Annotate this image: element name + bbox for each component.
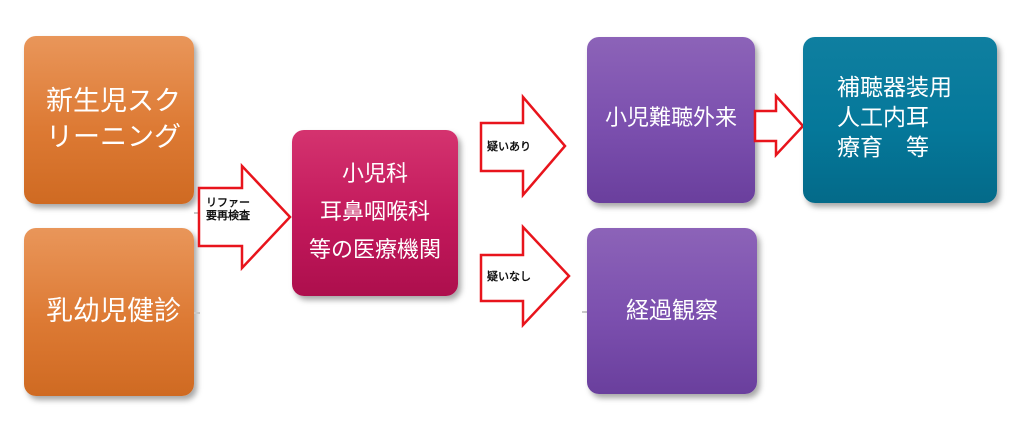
newborn-screening-line-1: 新生児スク [46, 86, 181, 117]
treatment-arrow [753, 92, 805, 159]
left-connector-bottom [194, 312, 200, 314]
suspected-arrow [479, 93, 567, 199]
medical-line-2: 耳鼻咽喉科 [319, 200, 430, 225]
refer-arrow [197, 162, 292, 272]
suspected-arrow-shape [479, 93, 567, 199]
not-suspected-arrow-shape [479, 223, 571, 329]
left-connector-top [194, 212, 200, 214]
refer-arrow-shape [197, 162, 292, 272]
not-suspected-arrow [479, 223, 571, 329]
refer-label: リファー 要再検査 [206, 196, 250, 222]
treatment-arrow-shape [753, 92, 805, 159]
hearing-outpatient-box: 小児難聴外来 [587, 37, 755, 203]
treatment-box: 補聴器装用 人工内耳 療育 等 [803, 37, 997, 203]
observation-connector [582, 311, 588, 313]
treatment-line-1: 補聴器装用 [837, 75, 952, 101]
medical-line-1: 小児科 [341, 162, 408, 187]
observation-line-1: 経過観察 [626, 298, 718, 324]
treatment-line-2: 人工内耳 [837, 105, 929, 131]
not-suspected-label: 疑いなし [487, 270, 531, 283]
infant-checkup-line-1: 乳幼児健診 [46, 296, 181, 327]
newborn-screening-line-2: リーニング [46, 122, 181, 153]
infant-checkup-box: 乳幼児健診 [24, 228, 194, 396]
outpatient-line-1: 小児難聴外来 [604, 106, 737, 131]
treatment-line-3: 療育 等 [837, 135, 929, 161]
observation-box: 経過観察 [587, 228, 757, 394]
medical-line-3: 等の医療機関 [308, 238, 441, 263]
medical-institution-box: 小児科 耳鼻咽喉科 等の医療機関 [292, 130, 458, 296]
newborn-screening-box: 新生児スク リーニング [24, 36, 194, 204]
refer-label-line-2: 要再検査 [206, 209, 250, 222]
suspected-label: 疑いあり [487, 140, 531, 153]
refer-label-line-1: リファー [206, 196, 250, 209]
